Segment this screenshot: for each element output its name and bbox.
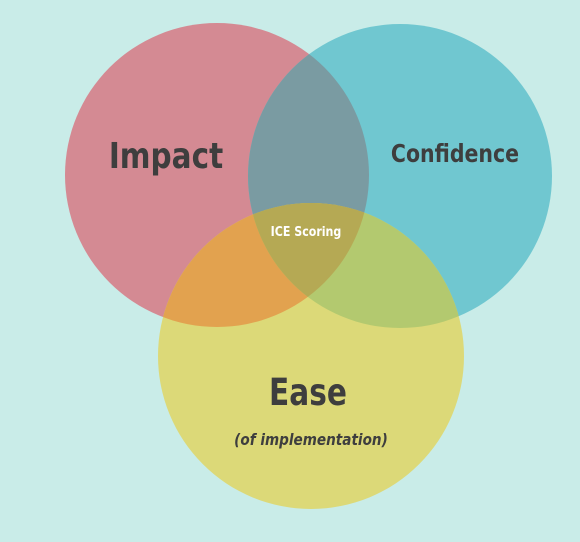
ease-label: Ease xyxy=(269,371,347,414)
ice-scoring-label: ICE Scoring xyxy=(271,224,342,239)
impact-label: Impact xyxy=(109,134,223,177)
confidence-ease-overlap xyxy=(248,203,464,328)
ease-sublabel: (of implementation) xyxy=(234,431,388,449)
confidence-label: Confidence xyxy=(391,140,519,168)
impact-ease-overlap xyxy=(158,203,369,327)
